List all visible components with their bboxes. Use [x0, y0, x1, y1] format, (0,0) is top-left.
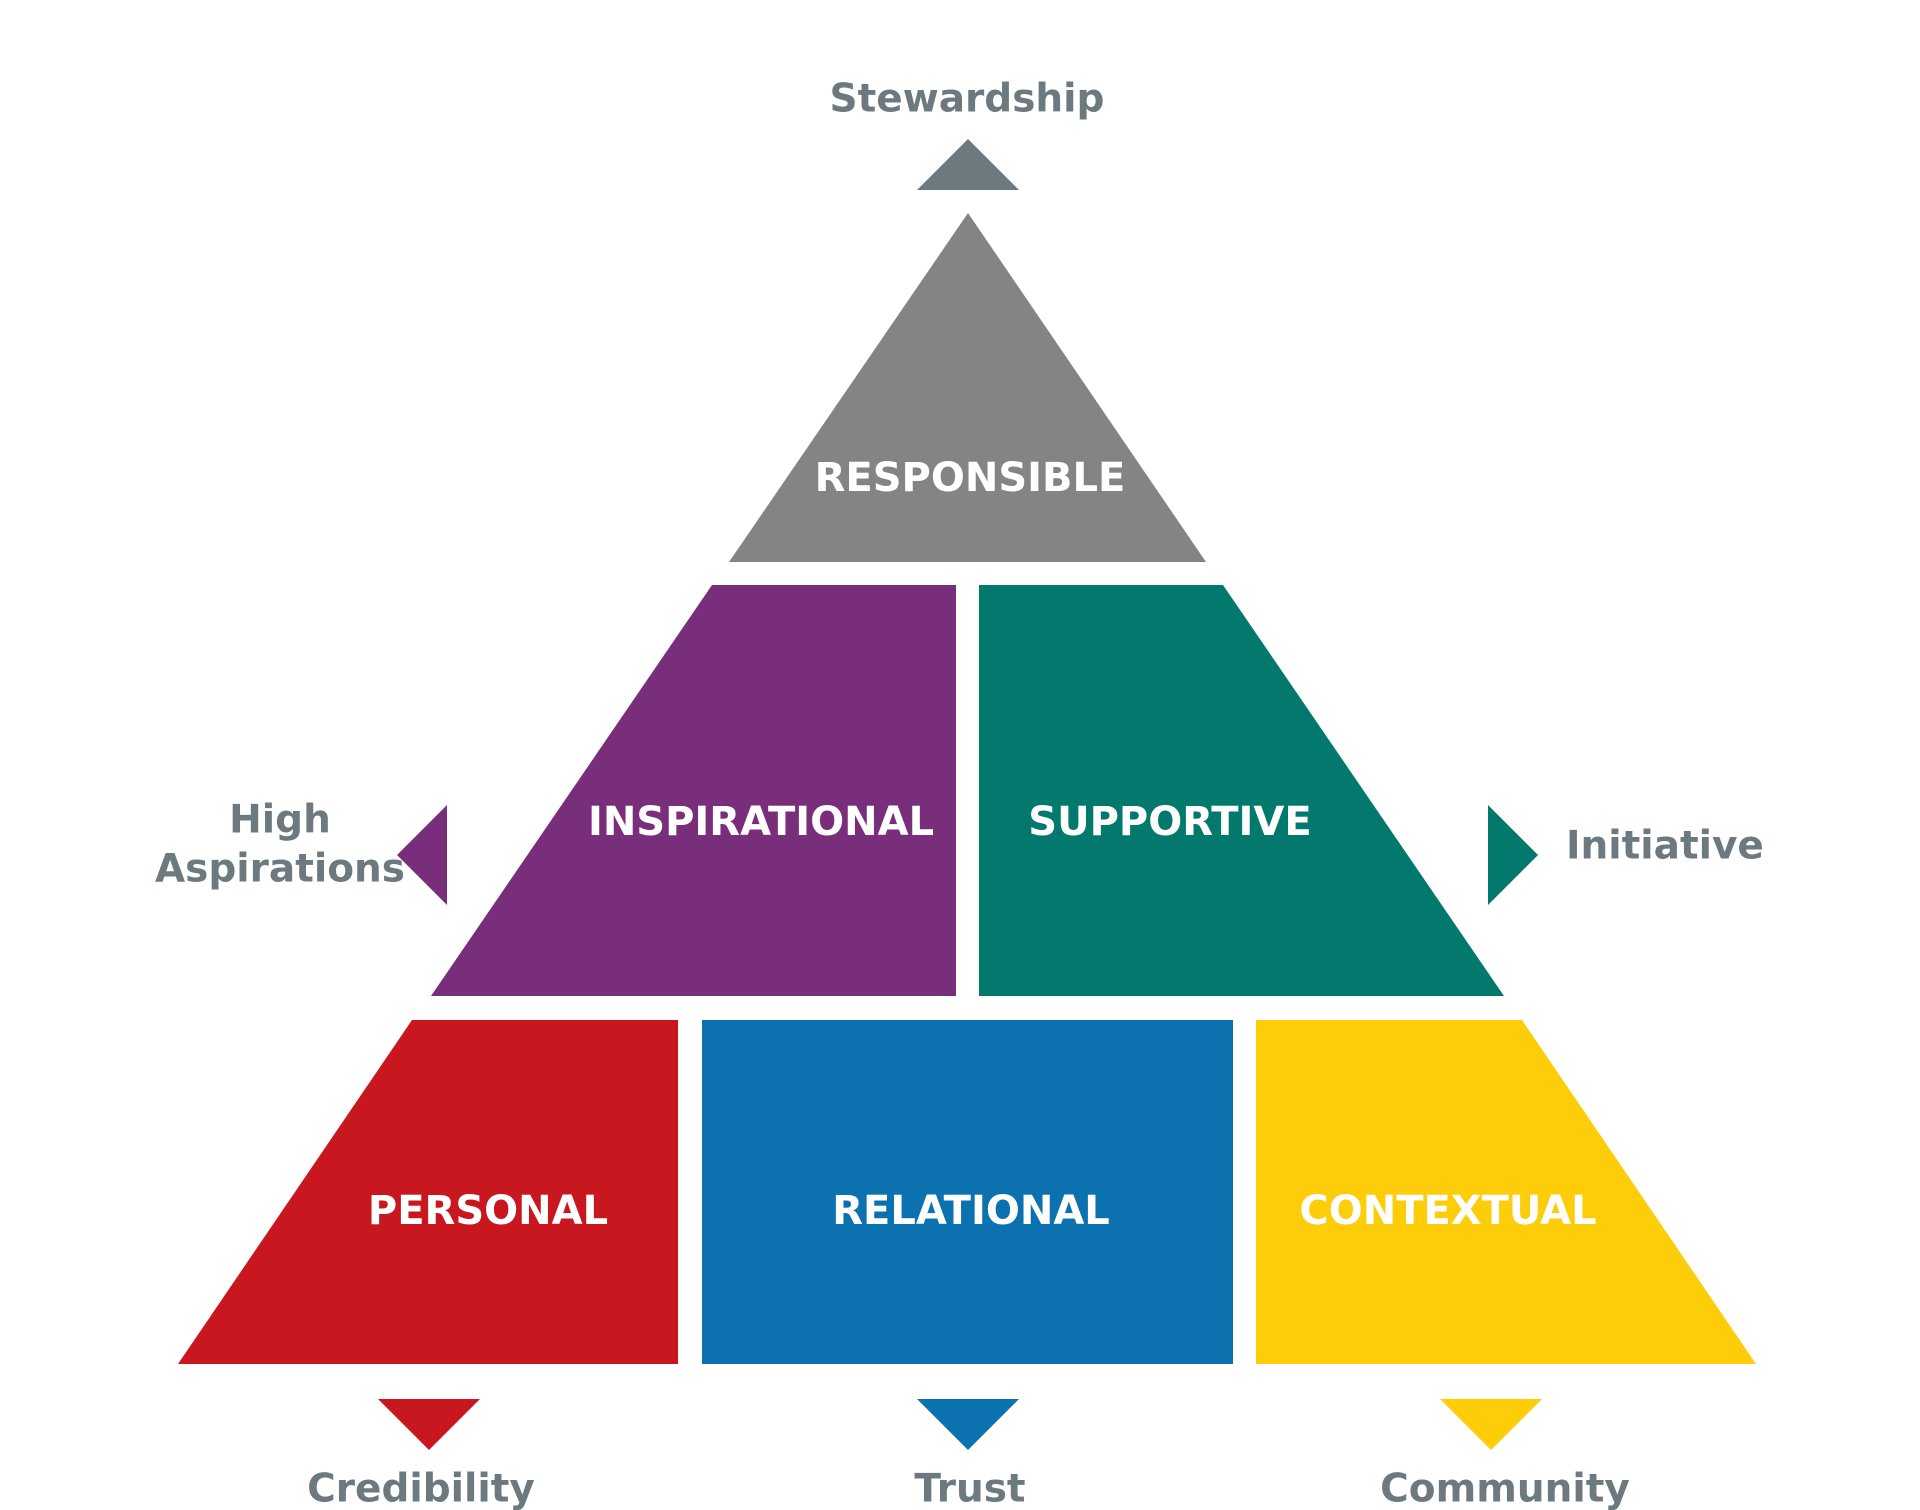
segment-responsible-label: RESPONSIBLE: [815, 455, 1126, 501]
outcome-initiative-label: Initiative: [1566, 824, 1764, 869]
outcome-stewardship-label: Stewardship: [830, 77, 1105, 122]
outcome-credibility-label: Credibility: [307, 1467, 535, 1510]
segment-responsible: [729, 213, 1206, 562]
outcome-community-label: Community: [1380, 1467, 1630, 1510]
up-arrow-icon: [917, 139, 1019, 190]
segment-personal: [178, 1020, 678, 1364]
segment-supportive: [979, 585, 1504, 996]
outcome-high-aspirations-line2: Aspirations: [155, 847, 405, 892]
segment-supportive-label: SUPPORTIVE: [1028, 799, 1311, 845]
segment-personal-label: PERSONAL: [368, 1188, 608, 1234]
right-arrow-icon: [1488, 805, 1538, 905]
segment-inspirational: [431, 585, 956, 996]
segment-contextual-label: CONTEXTUAL: [1299, 1188, 1596, 1234]
segment-inspirational-label: INSPIRATIONAL: [588, 799, 934, 845]
down-arrow-icon: [917, 1399, 1019, 1450]
down-arrow-icon: [378, 1399, 480, 1450]
down-arrow-icon: [1440, 1399, 1542, 1450]
segment-relational: [702, 1020, 1233, 1364]
outcome-trust-label: Trust: [914, 1467, 1025, 1510]
left-arrow-icon: [397, 805, 447, 905]
segment-contextual: [1256, 1020, 1756, 1364]
outcome-high-aspirations-line1: High: [229, 798, 331, 843]
segment-relational-label: RELATIONAL: [832, 1188, 1110, 1234]
